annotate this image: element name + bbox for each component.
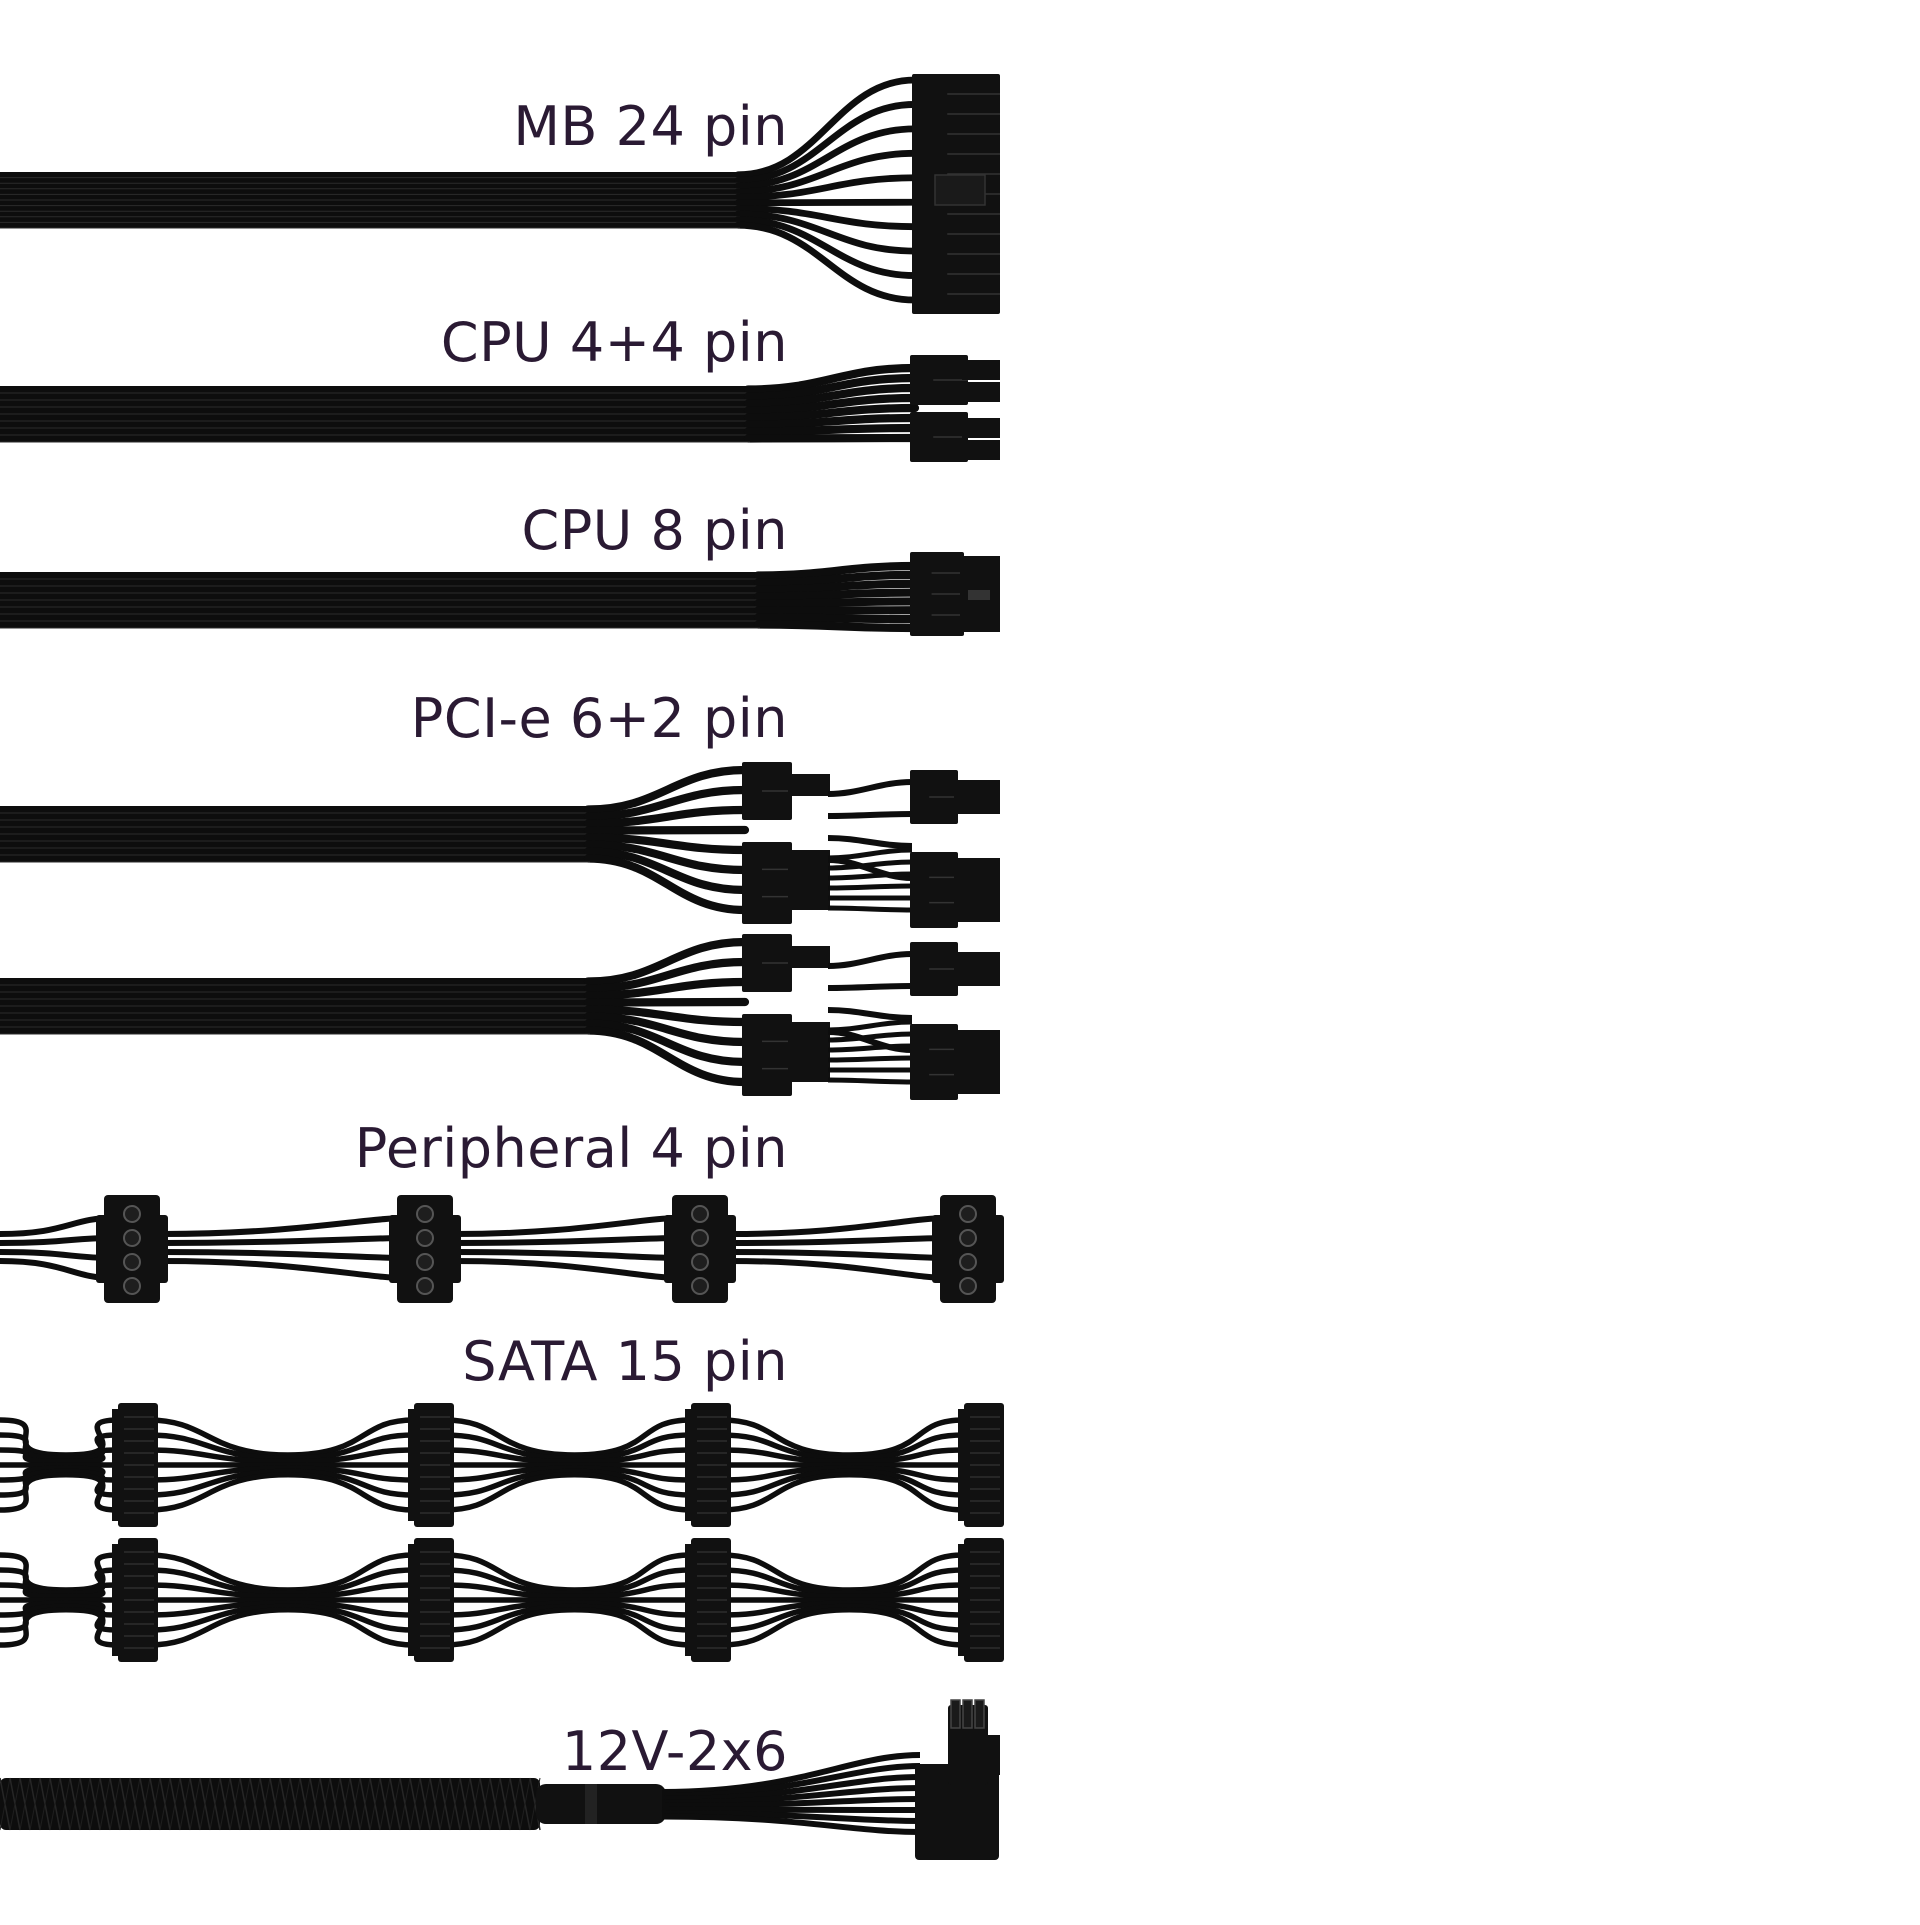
cable-sata-2 bbox=[0, 1538, 1004, 1662]
label-cpu-8-pin: CPU 8 pin bbox=[521, 499, 788, 562]
cable-cpu-4-4-pin bbox=[0, 355, 1000, 462]
molex-connector bbox=[96, 1195, 168, 1303]
sata-connector bbox=[112, 1403, 158, 1527]
sata-connector bbox=[958, 1538, 1004, 1662]
cable-pcie-2 bbox=[0, 934, 1000, 1100]
sata-connector bbox=[408, 1403, 454, 1527]
label-pcie-6-2-pin: PCI-e 6+2 pin bbox=[410, 687, 788, 750]
label-sata-15-pin: SATA 15 pin bbox=[462, 1330, 788, 1393]
cable-12v-2x6 bbox=[0, 1699, 1000, 1860]
label-mb-24-pin: MB 24 pin bbox=[513, 95, 788, 158]
cable-cpu-8-pin bbox=[0, 552, 1000, 636]
cable-mb-24-pin bbox=[0, 74, 1000, 314]
cable-peripheral-4-pin bbox=[0, 1195, 1004, 1303]
molex-connector bbox=[389, 1195, 461, 1303]
cable-pcie-1 bbox=[0, 762, 1000, 928]
sata-connector bbox=[685, 1403, 731, 1527]
sata-connector bbox=[958, 1403, 1004, 1527]
cable-sata-1 bbox=[0, 1403, 1004, 1527]
sata-connector bbox=[685, 1538, 731, 1662]
molex-connector bbox=[932, 1195, 1004, 1303]
molex-connector bbox=[664, 1195, 736, 1303]
label-12v-2x6: 12V-2x6 bbox=[561, 1720, 788, 1783]
label-peripheral-4-pin: Peripheral 4 pin bbox=[354, 1117, 788, 1180]
label-cpu-4-4-pin: CPU 4+4 pin bbox=[440, 311, 788, 374]
sata-connector bbox=[408, 1538, 454, 1662]
sata-connector bbox=[112, 1538, 158, 1662]
